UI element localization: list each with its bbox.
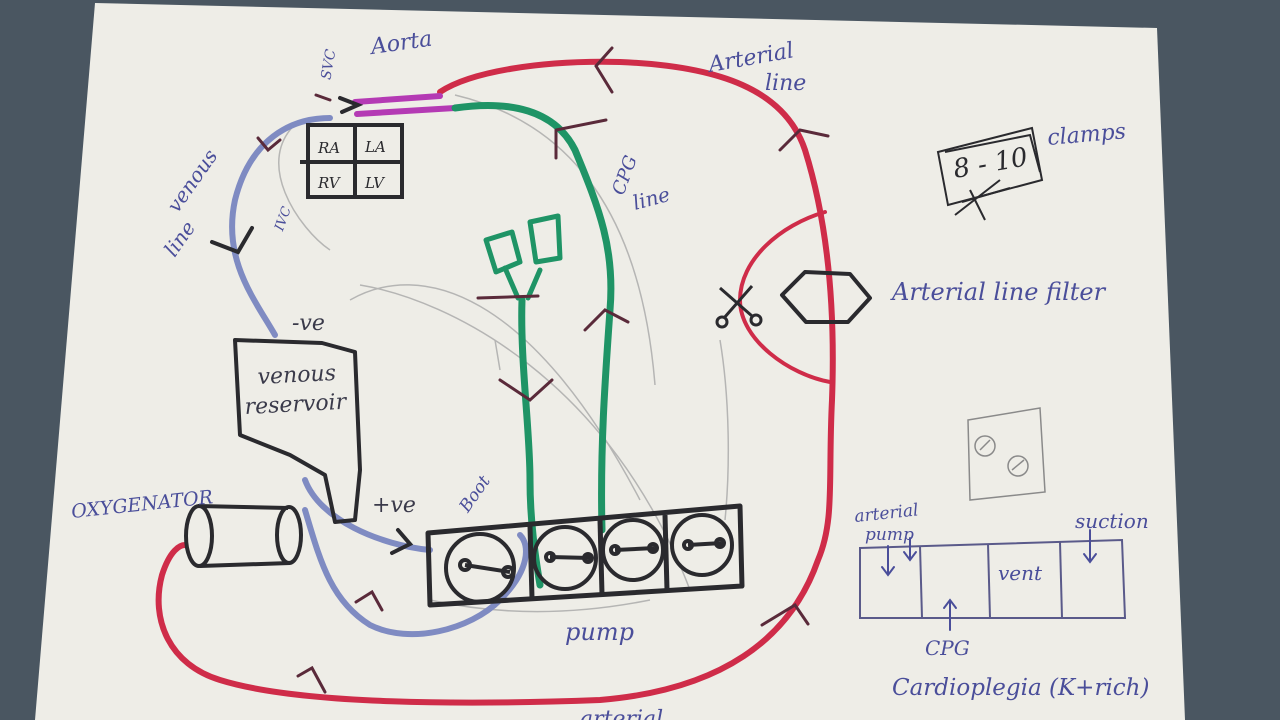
label-suction: suction bbox=[1075, 509, 1149, 533]
label-arterial-line-filter: Arterial line filter bbox=[890, 278, 1107, 306]
label-arterial-pump-2: pump bbox=[865, 525, 914, 545]
label-lv: LV bbox=[364, 174, 386, 192]
label-arterial-line-2: line bbox=[765, 71, 806, 96]
label-cardioplegia: Cardioplegia (K+rich) bbox=[892, 675, 1149, 701]
label-arterial-bottom: arterial bbox=[580, 707, 663, 720]
label-venous-reservoir-1: venous bbox=[257, 361, 337, 390]
paper-sheet bbox=[35, 3, 1185, 720]
label-ra: RA bbox=[317, 139, 340, 157]
label-negative: -ve bbox=[292, 311, 325, 336]
label-pump: pump bbox=[565, 618, 634, 646]
label-cpg: CPG bbox=[925, 636, 970, 660]
label-vent: vent bbox=[998, 561, 1043, 585]
label-rv: RV bbox=[317, 174, 342, 192]
label-la: LA bbox=[364, 138, 386, 156]
label-positive: +ve bbox=[372, 493, 416, 518]
